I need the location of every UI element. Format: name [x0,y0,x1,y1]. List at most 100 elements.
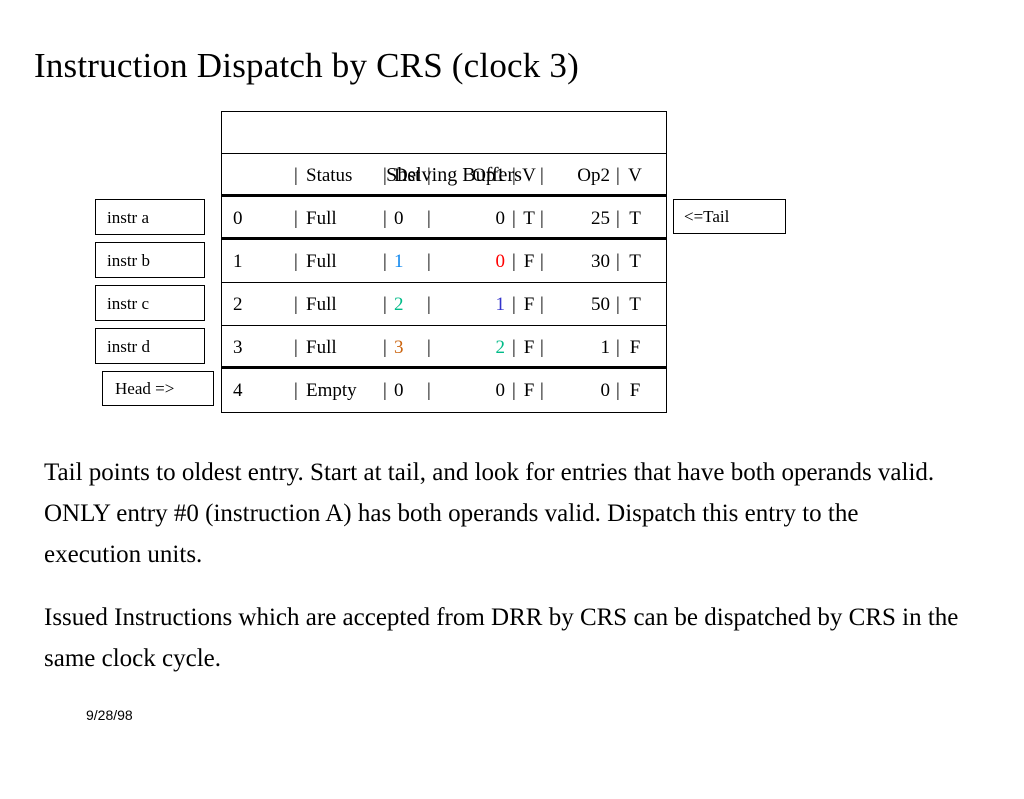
cell-sep-2: | [383,337,387,358]
header-sep-6: | [616,165,620,186]
head-pointer-box: Head => [102,371,214,406]
header-sep-1: | [294,165,298,186]
cell-sep-1: | [294,337,298,358]
cell-sep-2: | [383,294,387,315]
cell-sep-1: | [294,208,298,229]
cell-op1: 0 [495,251,506,272]
header-op1: Op1 [472,165,505,186]
cell-dst: 0 [394,208,404,229]
table-row: 3 | Full | 3 | 2 | F | 1 | F [222,326,666,369]
table-row: 2 | Full | 2 | 1 | F | 50 | T [222,283,666,326]
header-v2: V [628,165,642,186]
cell-sep-6: | [616,380,620,401]
body-paragraph-2: Issued Instructions which are accepted f… [44,604,959,672]
cell-sep-3: | [427,294,431,315]
cell-sep-4: | [512,208,516,229]
cell-op1: 2 [495,337,506,358]
cell-sep-5: | [540,380,544,401]
cell-op1: 0 [495,208,506,229]
cell-op2: 0 [600,380,611,401]
cell-sep-4: | [512,380,516,401]
cell-op1: 1 [495,294,506,315]
cell-sep-2: | [383,380,387,401]
cell-status: Full [306,294,337,315]
cell-sep-1: | [294,294,298,315]
cell-sep-6: | [616,208,620,229]
cell-index: 4 [233,380,243,401]
cell-sep-3: | [427,337,431,358]
cell-status: Full [306,337,337,358]
cell-sep-5: | [540,208,544,229]
cell-index: 0 [233,208,243,229]
cell-v1: F [523,294,535,315]
cell-dst: 3 [394,337,404,358]
cell-sep-3: | [427,380,431,401]
cell-v1: F [523,251,535,272]
cell-sep-4: | [512,337,516,358]
cell-v2: T [629,294,641,315]
header-index [233,154,293,194]
table-header-row: | Status | Dst | Op1 | V | Op2 | V [222,154,666,197]
cell-dst: 1 [394,251,404,272]
instr-box-c: instr c [95,285,205,321]
cell-status: Full [306,208,337,229]
header-sep-4: | [512,165,516,186]
instr-box-b: instr b [95,242,205,278]
cell-sep-5: | [540,251,544,272]
cell-v2: F [629,337,641,358]
cell-v1: F [523,380,535,401]
cell-sep-6: | [616,337,620,358]
instr-box-a: instr a [95,199,205,235]
instr-box-c-label: instr c [107,293,150,313]
cell-dst: 0 [394,380,404,401]
table-title-row: Shelving Buffers [222,112,666,186]
footer-date: 9/28/98 [86,707,133,723]
cell-op2: 25 [591,208,610,229]
table-title: Shelving Buffers [386,164,522,186]
cell-sep-5: | [540,337,544,358]
instr-box-d: instr d [95,328,205,364]
cell-sep-1: | [294,251,298,272]
cell-v2: T [629,251,641,272]
header-sep-5: | [540,165,544,186]
cell-sep-2: | [383,208,387,229]
cell-sep-2: | [383,251,387,272]
instr-box-d-label: instr d [107,336,150,356]
header-v1: V [522,165,536,186]
tail-pointer-label: <=Tail [684,206,730,226]
cell-index: 1 [233,251,243,272]
cell-v2: F [629,380,641,401]
shelving-buffers-table: Shelving Buffers | Status | Dst | Op1 | … [221,111,667,413]
head-pointer-label: Head => [115,379,175,398]
cell-sep-6: | [616,251,620,272]
cell-op2: 30 [591,251,610,272]
cell-sep-4: | [512,251,516,272]
cell-dst: 2 [394,294,404,315]
cell-sep-1: | [294,380,298,401]
table-row: 0 | Full | 0 | 0 | T | 25 | T [222,197,666,240]
instr-box-a-label: instr a [107,207,150,227]
table-row: 1 | Full | 1 | 0 | F | 30 | T [222,240,666,283]
cell-op2: 1 [600,337,611,358]
cell-sep-3: | [427,208,431,229]
cell-sep-5: | [540,294,544,315]
cell-status: Empty [306,380,357,401]
cell-op1: 0 [495,380,506,401]
cell-sep-4: | [512,294,516,315]
cell-sep-3: | [427,251,431,272]
cell-sep-6: | [616,294,620,315]
cell-index: 3 [233,337,243,358]
cell-v1: T [523,208,535,229]
cell-index: 2 [233,294,243,315]
instr-box-b-label: instr b [107,250,150,270]
page-title: Instruction Dispatch by CRS (clock 3) [34,46,579,85]
table-row: 4 | Empty | 0 | 0 | F | 0 | F [222,369,666,412]
cell-v1: F [523,337,535,358]
cell-status: Full [306,251,337,272]
header-sep-2: | [383,165,387,186]
header-status: Status [306,165,353,186]
header-dst: Dst [394,165,421,186]
header-sep-3: | [427,165,431,186]
cell-op2: 50 [591,294,610,315]
header-op2: Op2 [577,165,610,186]
